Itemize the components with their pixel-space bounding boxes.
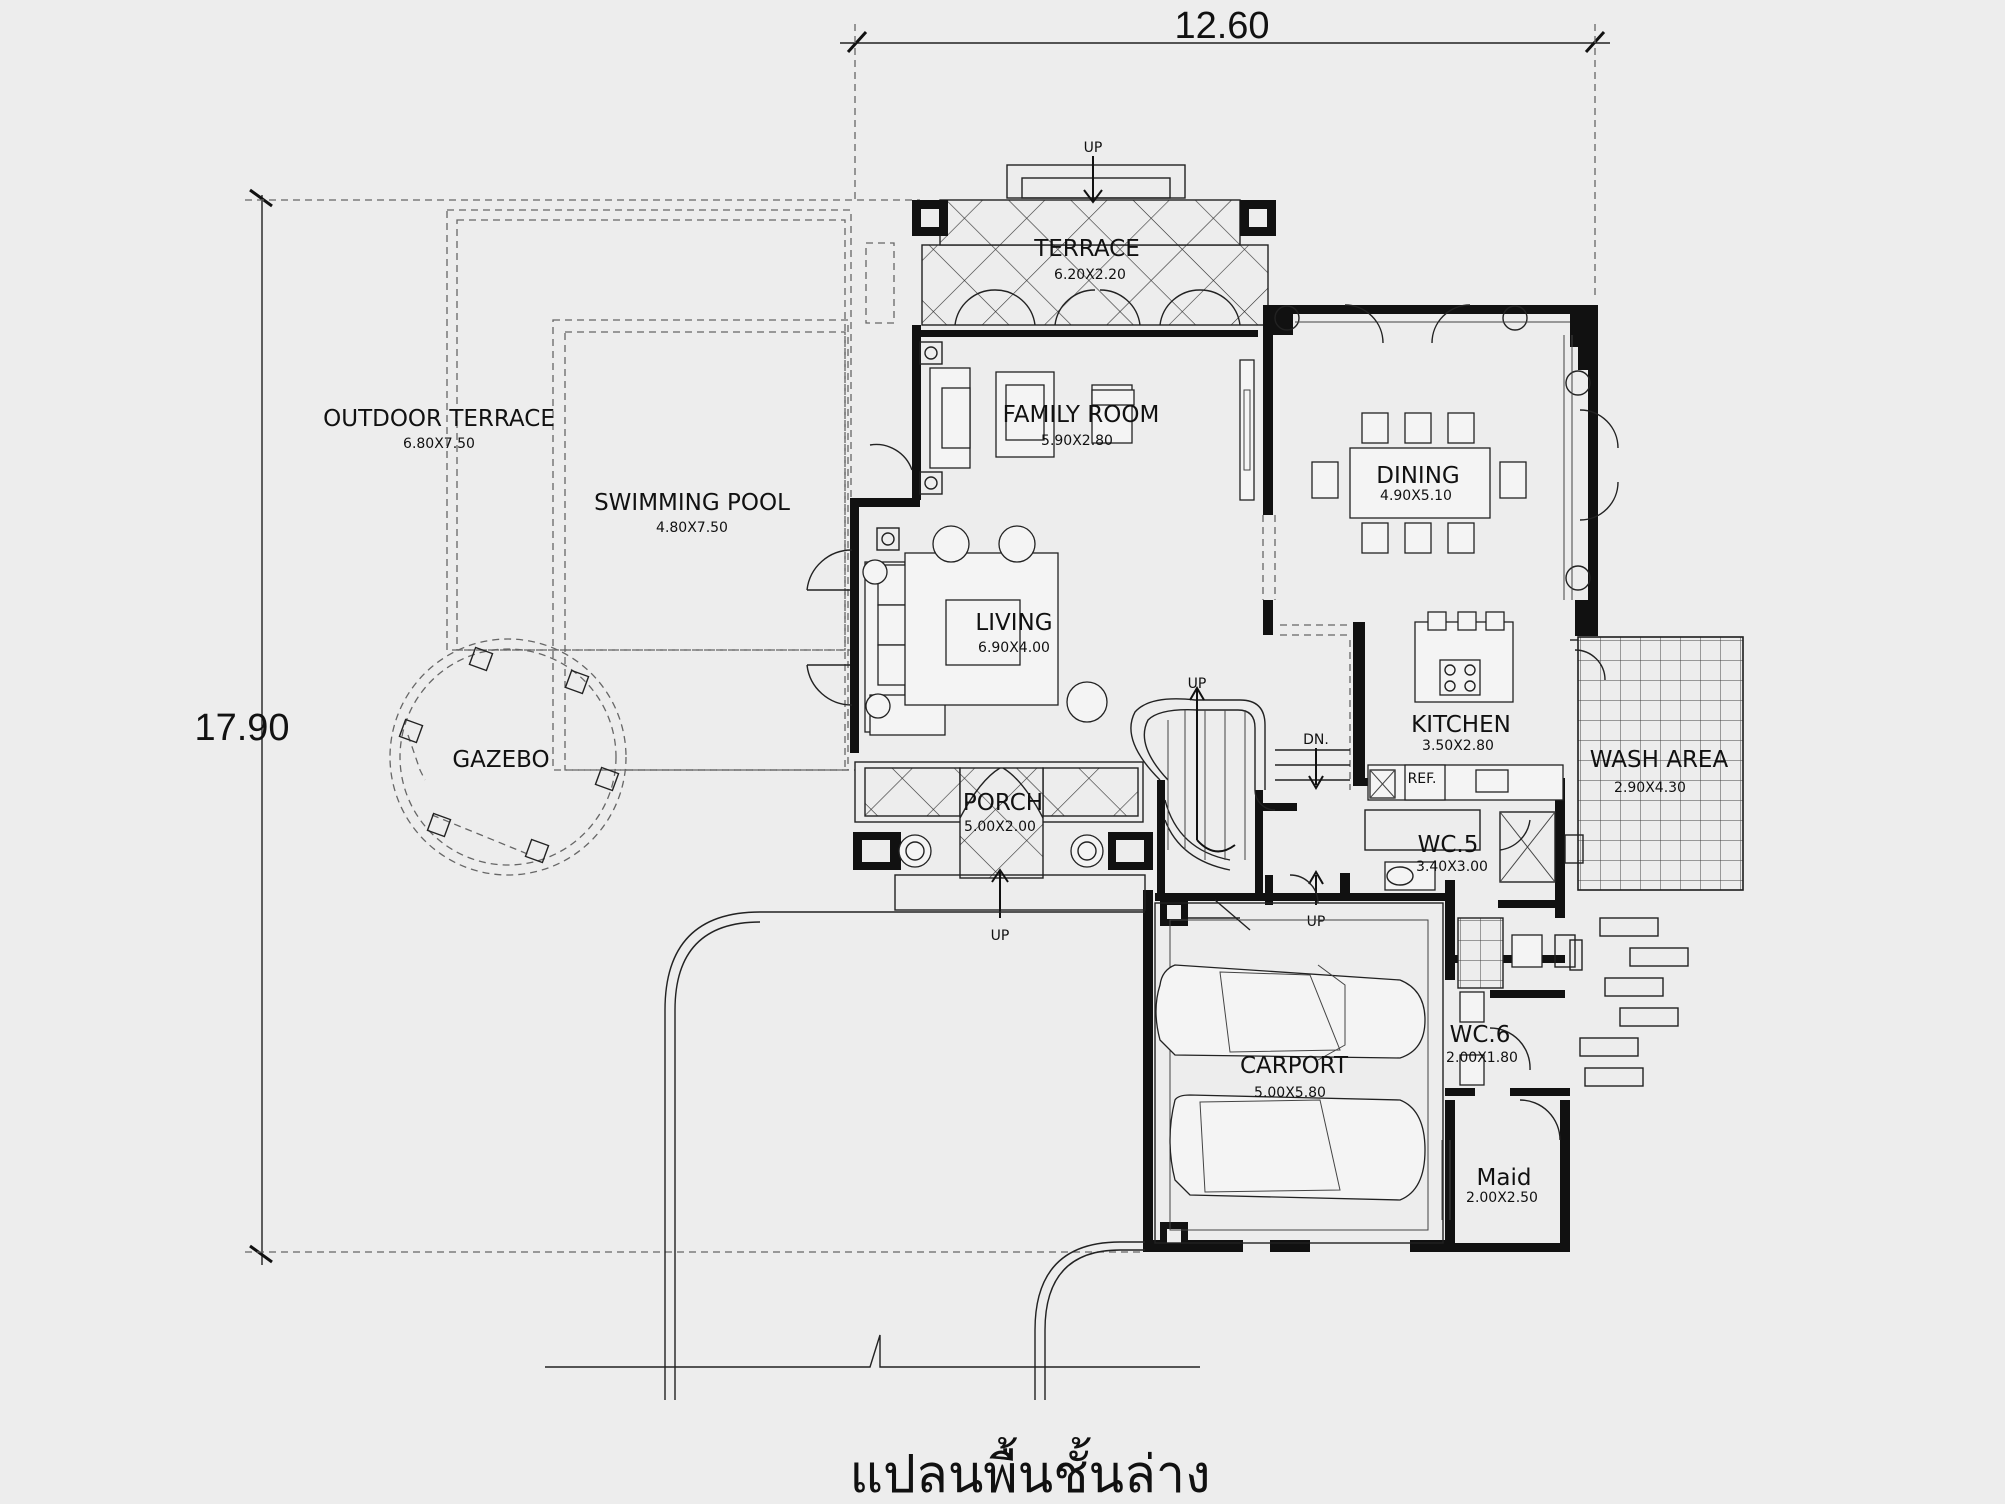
up-label-porch: UP xyxy=(991,928,1010,944)
terrace-name: TERRACE xyxy=(1033,236,1140,262)
maid-window xyxy=(1441,1140,1451,1220)
gazebo-name: GAZEBO xyxy=(452,747,549,773)
terrace-column-right xyxy=(1240,200,1276,236)
terrace-size: 6.20X2.20 xyxy=(1054,267,1126,283)
swimming-pool-size: 4.80X7.50 xyxy=(656,520,728,536)
family-room-size: 5.90X2.80 xyxy=(1041,433,1113,449)
up-label-stair: UP xyxy=(1188,676,1207,692)
up-arrow-porch xyxy=(991,868,1009,918)
outdoor-terrace-outline xyxy=(446,209,852,651)
maid-size: 2.00X2.50 xyxy=(1466,1190,1538,1206)
terrace-doors xyxy=(954,289,1241,326)
room-swimming-pool: SWIMMING POOL 4.80X7.50 xyxy=(594,490,790,536)
room-terrace: TERRACE 6.20X2.20 xyxy=(1033,236,1140,283)
stepping-stones xyxy=(1569,917,1689,1087)
car-top xyxy=(1155,964,1426,1061)
wc6-fixtures xyxy=(1457,917,1576,1141)
wc6-size: 2.00X1.80 xyxy=(1446,1050,1518,1066)
down-label: DN. xyxy=(1303,732,1329,748)
outdoor-terrace-size: 6.80X7.50 xyxy=(403,436,475,452)
up-arrow-carport xyxy=(1289,870,1324,905)
carport-area xyxy=(1154,899,1444,1244)
up-label-terrace: UP xyxy=(1084,140,1103,156)
family-room-furniture xyxy=(929,359,1255,501)
wash-area xyxy=(1564,636,1744,891)
porch-size: 5.00X2.00 xyxy=(964,819,1036,835)
dining-table xyxy=(1311,412,1527,554)
carport-name: CARPORT xyxy=(1240,1053,1349,1079)
room-carport: CARPORT 5.00X5.80 xyxy=(1240,1053,1349,1101)
gazebo-posts xyxy=(398,646,620,864)
dining-size: 4.90X5.10 xyxy=(1380,488,1452,504)
kitchen-fixtures xyxy=(1355,611,1564,801)
gazebo-outline xyxy=(389,638,627,876)
width-dimension-label: 12.60 xyxy=(1174,5,1269,47)
dining-name: DINING xyxy=(1376,463,1460,489)
down-arrow xyxy=(1308,748,1324,790)
room-wc6: WC.6 2.00X1.80 xyxy=(1446,1022,1518,1066)
room-outdoor-terrace: OUTDOOR TERRACE 6.80X7.50 xyxy=(323,406,555,452)
up-label-carport: UP xyxy=(1307,914,1326,930)
terrace-column-left xyxy=(912,200,948,236)
plan-title: แปลนพื้นชั้นล่าง xyxy=(849,1437,1210,1504)
room-dining: DINING 4.90X5.10 xyxy=(1376,463,1460,504)
porch-area xyxy=(854,761,1146,911)
up-arrow-terrace xyxy=(1083,156,1103,204)
room-porch: PORCH 5.00X2.00 xyxy=(963,790,1043,835)
wc5-fixtures xyxy=(1364,809,1556,891)
car-bottom xyxy=(1169,1094,1426,1201)
carport-size: 5.00X5.80 xyxy=(1254,1085,1326,1101)
wc6-name: WC.6 xyxy=(1450,1022,1511,1048)
kitchen-size: 3.50X2.80 xyxy=(1422,738,1494,754)
pool-step xyxy=(865,242,895,324)
porch-column-left xyxy=(853,832,932,870)
living-west-door xyxy=(806,443,913,706)
maid-name: Maid xyxy=(1477,1165,1532,1191)
family-room-name: FAMILY ROOM xyxy=(1003,402,1160,428)
room-living: LIVING 6.90X4.00 xyxy=(975,610,1052,656)
staircase xyxy=(1130,686,1350,871)
outdoor-terrace-name: OUTDOOR TERRACE xyxy=(323,406,555,432)
swimming-pool-outline xyxy=(552,319,855,771)
room-kitchen: KITCHEN 3.50X2.80 xyxy=(1411,712,1511,754)
columns xyxy=(876,305,1598,1250)
swimming-pool-name: SWIMMING POOL xyxy=(594,490,790,516)
wc5-name: WC.5 xyxy=(1418,832,1479,858)
living-size: 6.90X4.00 xyxy=(978,640,1050,656)
room-maid: Maid 2.00X2.50 xyxy=(1466,1165,1538,1206)
porch-column-right xyxy=(1070,832,1153,870)
room-wc5: WC.5 3.40X3.00 xyxy=(1416,832,1488,875)
terrace-area xyxy=(921,164,1269,326)
dimension-width xyxy=(840,24,1610,300)
dimension-depth xyxy=(245,188,1140,1265)
room-wash-area: WASH AREA 2.90X4.30 xyxy=(1590,747,1729,796)
driveway xyxy=(545,911,1200,1400)
depth-dimension-label: 17.90 xyxy=(194,707,289,749)
room-family: FAMILY ROOM 5.90X2.80 xyxy=(1003,402,1160,449)
dining-windows xyxy=(1295,304,1619,600)
wash-area-size: 2.90X4.30 xyxy=(1614,780,1686,796)
ref-label: REF. xyxy=(1408,771,1437,787)
living-furniture xyxy=(862,525,1108,736)
wc5-size: 3.40X3.00 xyxy=(1416,859,1488,875)
dashed-openings xyxy=(1262,515,1351,790)
kitchen-name: KITCHEN xyxy=(1411,712,1511,738)
wash-area-name: WASH AREA xyxy=(1590,747,1729,773)
porch-name: PORCH xyxy=(963,790,1043,816)
living-name: LIVING xyxy=(975,610,1052,636)
